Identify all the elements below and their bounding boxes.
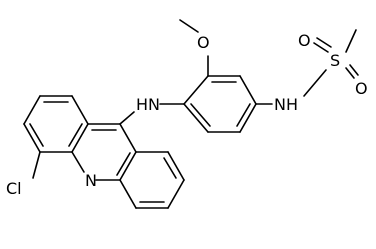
methoxy-oxygen-label: O [197,33,210,52]
acridine-nitrogen-label: N [85,171,97,190]
bond [23,123,41,153]
bond-s-methyl [345,29,357,53]
double-bond-inner [163,157,177,179]
bond [167,151,185,181]
double-bond-s-o-bottom [345,67,355,79]
acridine-left-ring [23,95,89,153]
double-bond-inner [68,123,83,147]
sulfur-label: S [330,51,340,70]
bond-c9-nh [119,111,135,125]
bond [183,103,209,133]
bond [119,179,137,209]
bond-nh-s [303,69,327,97]
chlorine-label: Cl [6,179,22,198]
acridine-central-ring [71,123,137,181]
double-bond-inner [190,103,211,127]
sulfonamide-nh-label: NH [274,95,298,114]
bond-c-cl [32,151,41,179]
bond [119,123,137,153]
double-bond-s-o-top [313,42,329,53]
bond [239,75,257,105]
bond [239,103,257,133]
bond [119,151,137,181]
amine-nh-label: HN [136,95,160,114]
double-bond-inner [236,103,251,127]
sulfonyl-oxygen-top-label: O [298,31,311,50]
bond [183,75,209,105]
bond-o-methyl [179,19,199,33]
double-bond-s-o-bottom [349,64,359,76]
bond [71,95,89,125]
bond [23,95,41,125]
double-bond-inner [116,152,131,176]
bond [71,151,85,173]
sulfonyl-oxygen-bottom-label: O [355,79,368,98]
acridine-right-ring [119,151,185,209]
double-bond-s-o-top [316,37,332,48]
bond [167,179,185,209]
anilino-ring [159,75,257,133]
bond [71,123,89,153]
double-bond-inner [29,123,44,147]
